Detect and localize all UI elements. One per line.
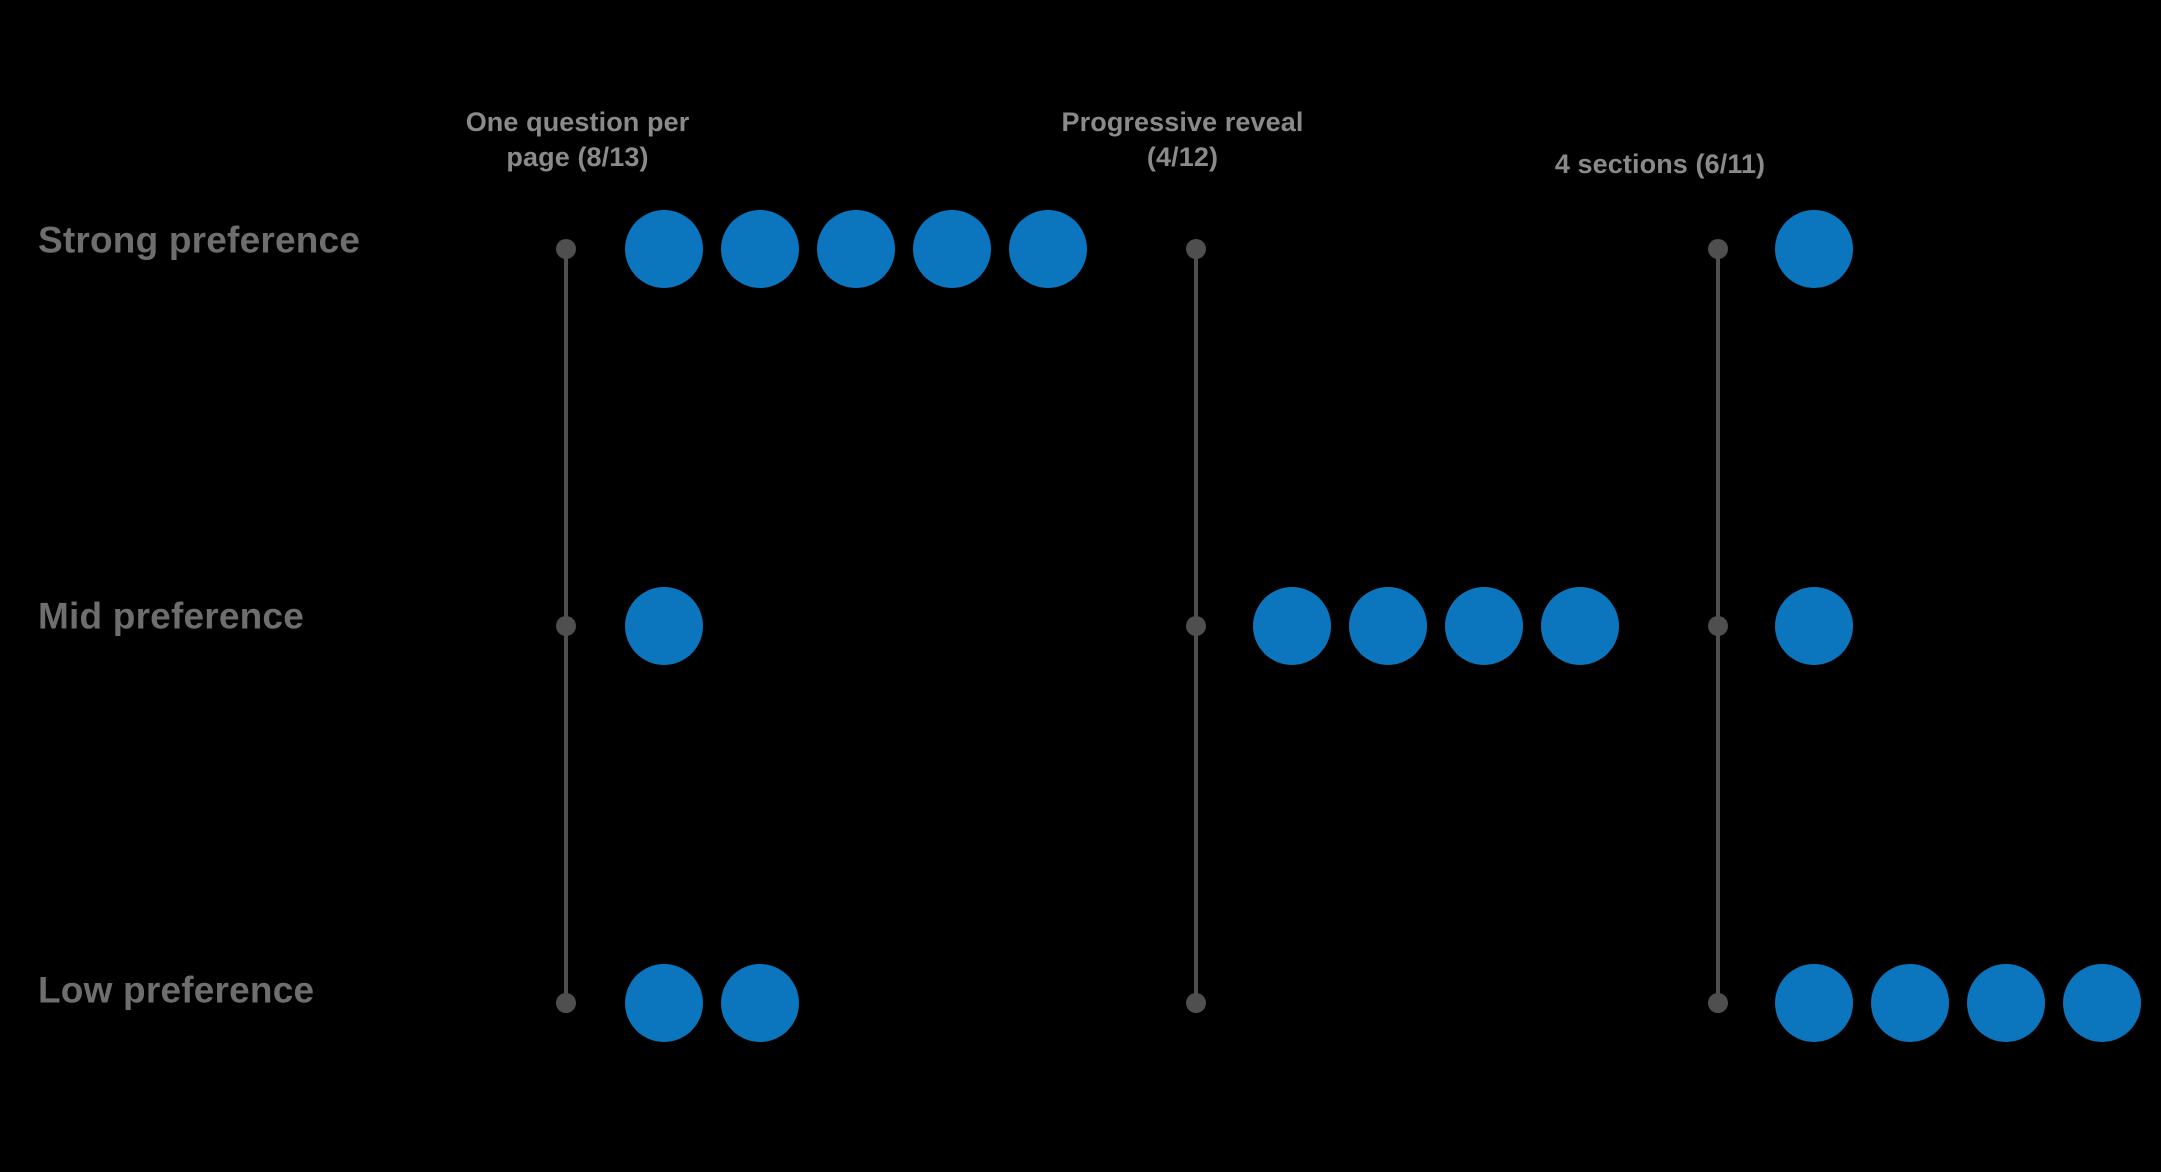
row-label-strong-preference: Strong preference: [38, 219, 361, 261]
vote-dot: [1775, 210, 1853, 288]
row-label-mid-preference: Mid preference: [38, 595, 304, 637]
axis-tick-column-3-strong: [1708, 239, 1728, 259]
vote-dot: [2063, 964, 2141, 1042]
axis-tick-column-3-mid: [1708, 616, 1728, 636]
vote-dot: [1009, 210, 1087, 288]
axis-tick-column-1-strong: [556, 239, 576, 259]
axis-tick-column-2-mid: [1186, 616, 1206, 636]
axis-tick-column-1-mid: [556, 616, 576, 636]
column-header-one-question-per-page: One question per page (8/13): [465, 107, 690, 172]
dot-group-one-question-per-page-low: [625, 964, 799, 1042]
dot-group-4-sections-strong: [1775, 210, 1853, 288]
axis-tick-column-2-strong: [1186, 239, 1206, 259]
axis-tick-column-3-low: [1708, 993, 1728, 1013]
dot-group-4-sections-low: [1775, 964, 2141, 1042]
vote-dot: [721, 210, 799, 288]
dot-group-one-question-per-page-strong: [625, 210, 1087, 288]
row-label-low-preference: Low preference: [38, 969, 315, 1011]
axis-tick-column-2-low: [1186, 993, 1206, 1013]
dot-group-one-question-per-page-mid: [625, 587, 703, 665]
vote-dot: [1349, 587, 1427, 665]
vote-dot: [625, 587, 703, 665]
dot-group-4-sections-mid: [1775, 587, 1853, 665]
vote-dot: [1775, 964, 1853, 1042]
vote-dot: [1871, 964, 1949, 1042]
vote-dot: [625, 210, 703, 288]
axis-tick-column-1-low: [556, 993, 576, 1013]
vote-dot: [1445, 587, 1523, 665]
column-header-progressive-reveal: Progressive reveal (4/12): [1061, 107, 1304, 172]
vote-dot: [625, 964, 703, 1042]
vote-dot: [1541, 587, 1619, 665]
vote-dot: [1253, 587, 1331, 665]
vote-dot: [721, 964, 799, 1042]
vote-dot: [913, 210, 991, 288]
vote-dot: [1967, 964, 2045, 1042]
vote-dot: [1775, 587, 1853, 665]
vote-dot: [817, 210, 895, 288]
column-header-4-sections: 4 sections (6/11): [1554, 149, 1766, 179]
dot-group-progressive-reveal-mid: [1253, 587, 1619, 665]
